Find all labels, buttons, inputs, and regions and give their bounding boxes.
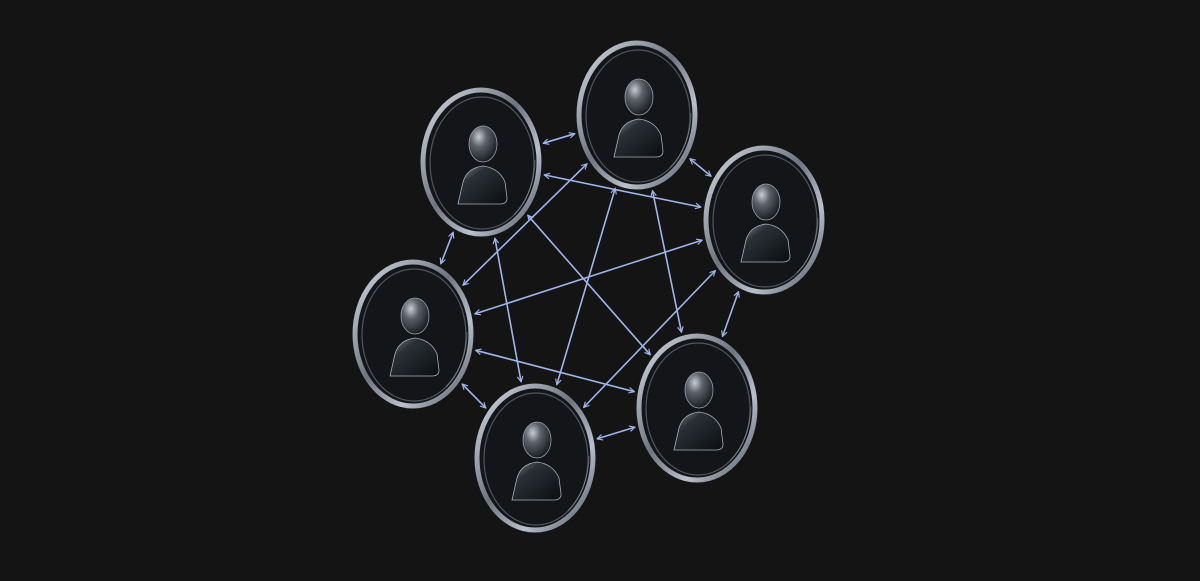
connection-arrow-left-lower-right <box>476 350 635 391</box>
user-node-lower-right <box>636 333 758 483</box>
user-icon <box>457 125 508 205</box>
user-node-upper-left <box>420 87 542 237</box>
node-ring <box>703 145 825 295</box>
user-node-right <box>703 145 825 295</box>
user-node-bottom <box>474 383 596 533</box>
connection-arrow-upper-left-top <box>543 134 575 144</box>
connection-arrow-top-right <box>690 159 711 177</box>
user-icon <box>613 78 664 158</box>
connections-layer <box>441 134 739 439</box>
nodes-layer <box>352 40 825 533</box>
connection-arrow-top-bottom <box>557 188 615 384</box>
user-node-left <box>352 259 474 409</box>
user-icon <box>389 297 440 377</box>
user-icon <box>740 183 791 263</box>
connection-arrow-upper-left-lower-right <box>528 215 651 355</box>
node-ring <box>420 87 542 237</box>
connection-arrow-right-lower-right <box>723 292 739 337</box>
user-icon <box>511 421 562 501</box>
connection-arrow-bottom-lower-right <box>597 427 635 439</box>
user-icon <box>673 371 724 451</box>
connection-arrow-left-bottom <box>462 384 486 408</box>
user-node-top <box>576 40 698 190</box>
connection-arrow-right-left <box>475 240 702 314</box>
connection-arrow-upper-left-left <box>441 232 453 264</box>
node-ring <box>474 383 596 533</box>
node-ring <box>636 333 758 483</box>
node-ring <box>352 259 474 409</box>
node-ring <box>576 40 698 190</box>
